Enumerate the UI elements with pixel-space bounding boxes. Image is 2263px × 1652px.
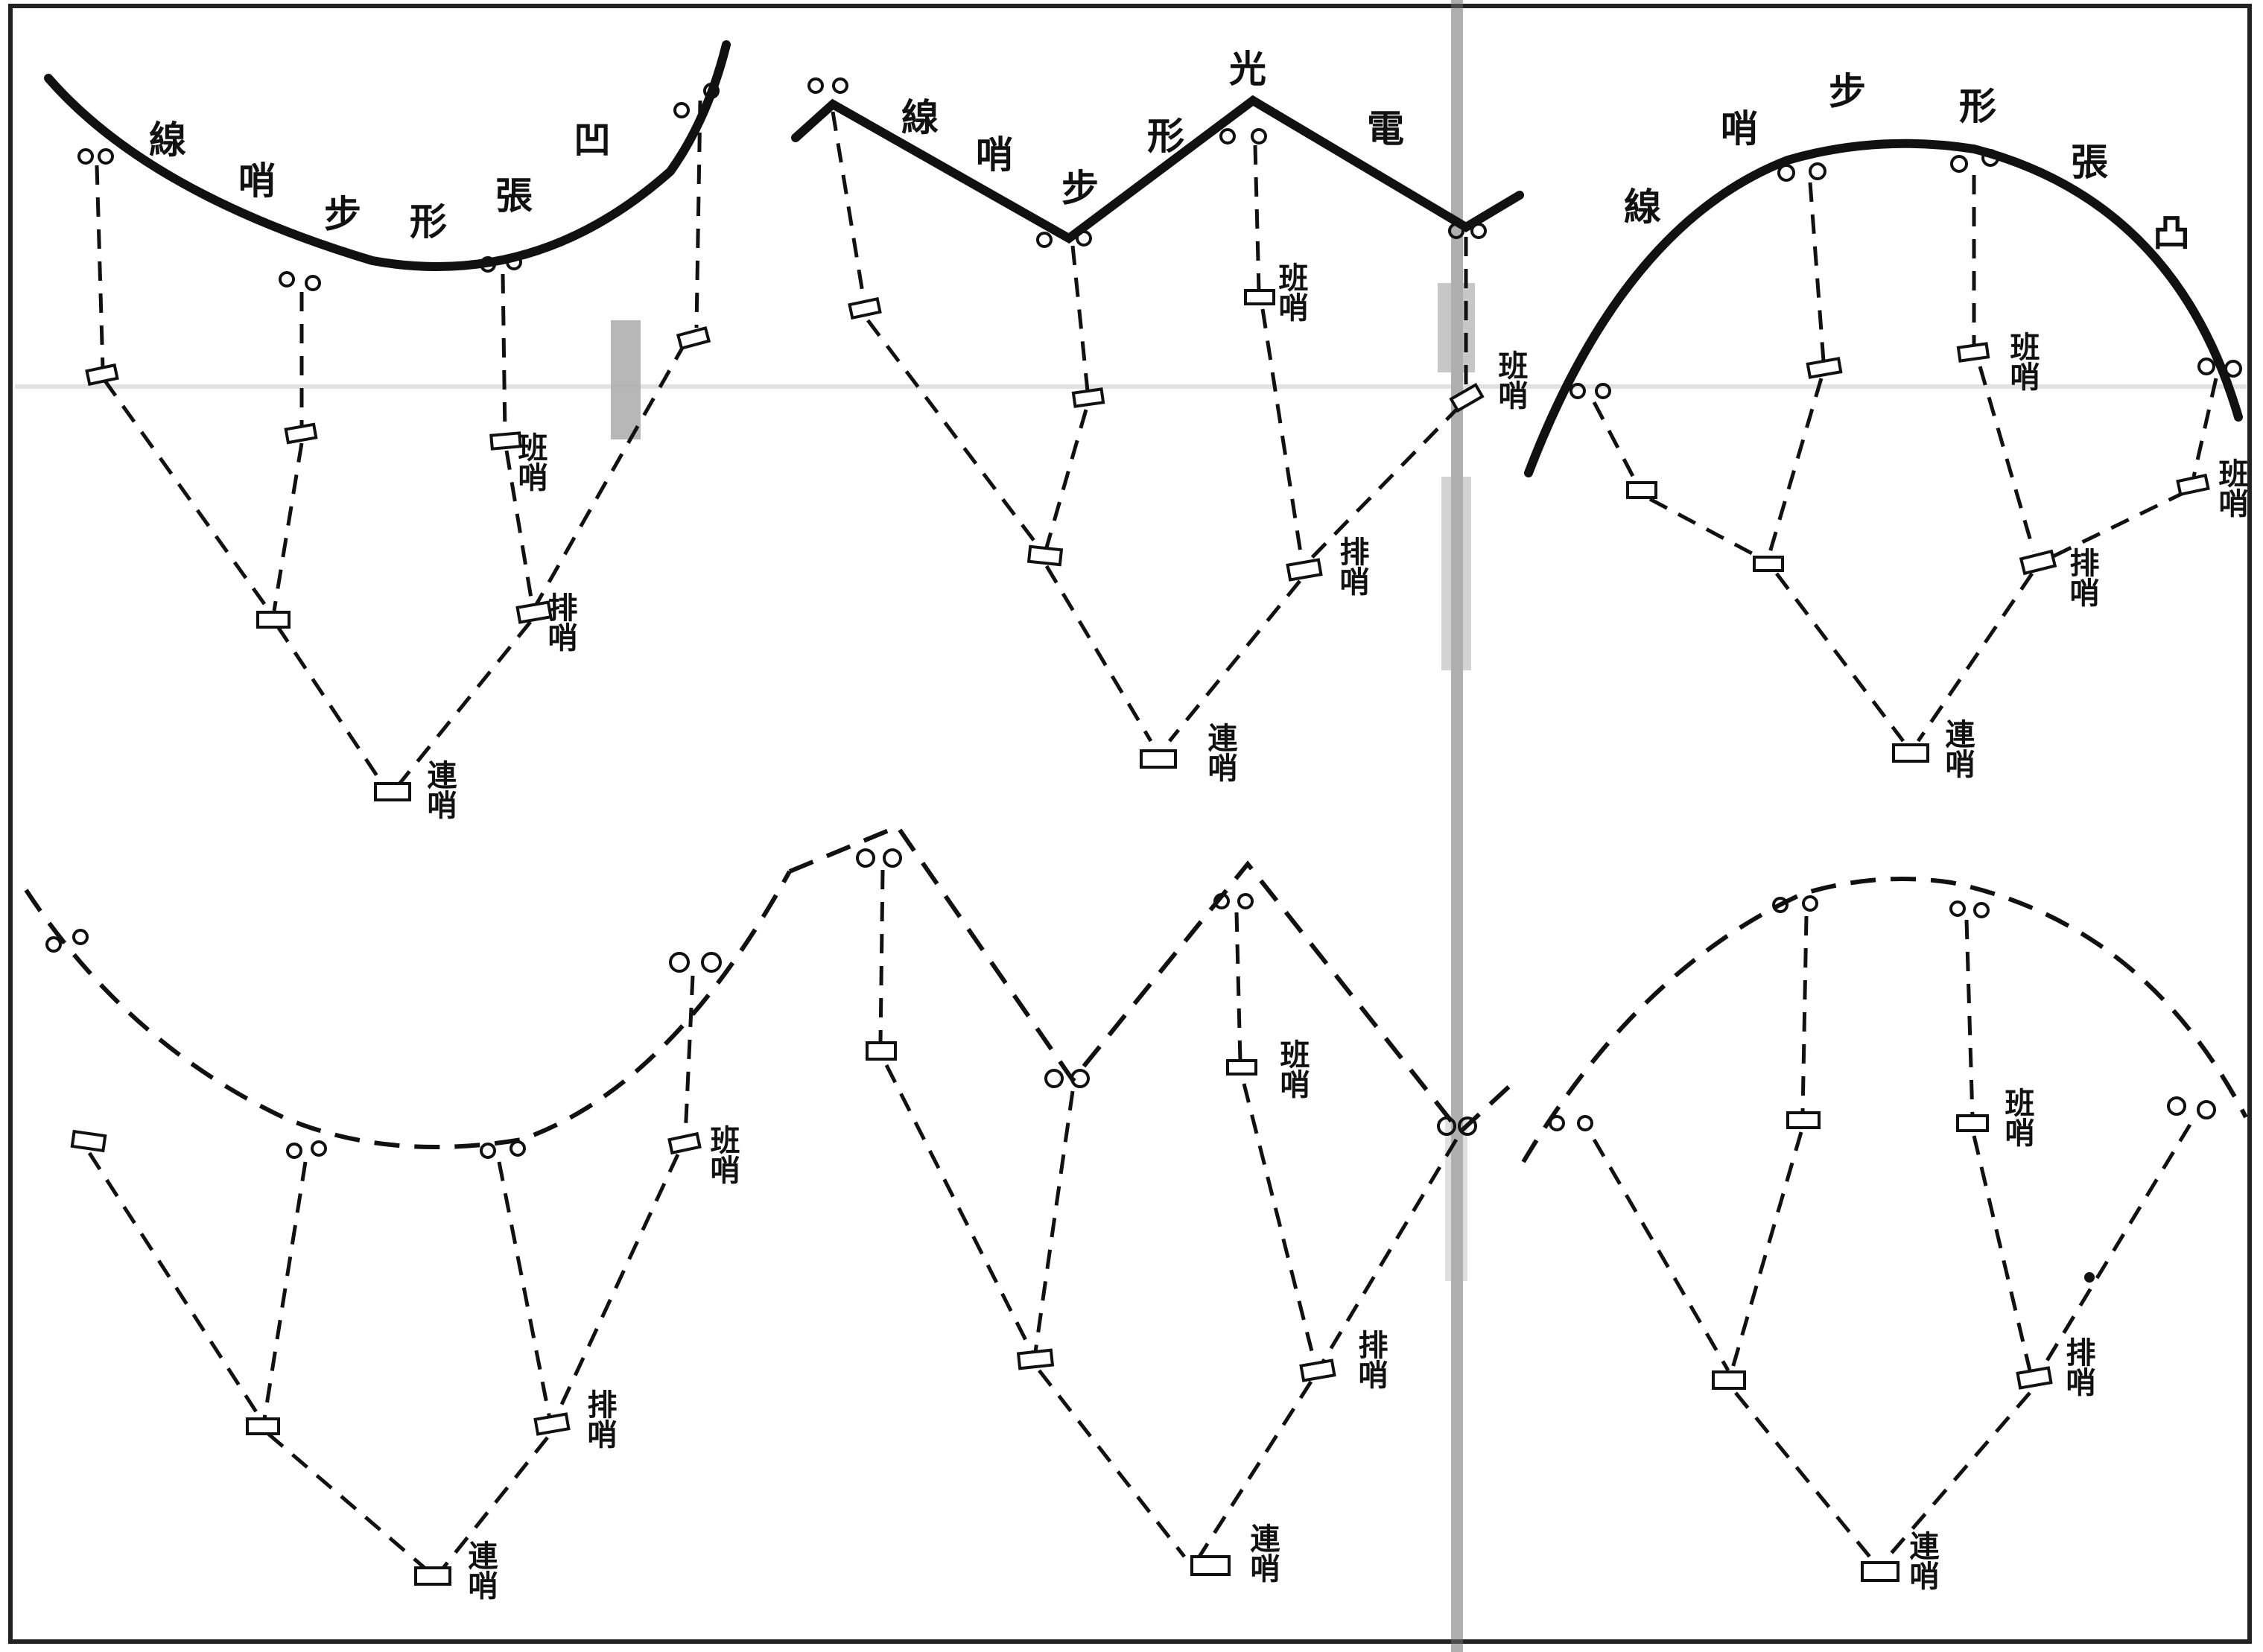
post-markers: [848, 289, 1485, 769]
post-markers: [85, 325, 711, 801]
sentry-pair: [1570, 149, 2242, 399]
ban-shao-label: 班哨: [2000, 1087, 2035, 1147]
ban-shao-label: 班哨: [2214, 458, 2249, 518]
line-name-char: 形: [410, 200, 447, 244]
line-name-char: 哨: [976, 133, 1013, 177]
panel-convex-dashed: 班哨 排哨 連哨: [1521, 877, 2248, 1590]
ban-shao-label: 班哨: [1274, 262, 1309, 322]
line-name-char: 步: [1829, 69, 1866, 113]
sentry-pair: [856, 848, 1477, 1136]
line-name-char: 步: [324, 192, 361, 236]
line-name-char: 線: [1624, 185, 1661, 229]
line-name-char: 哨: [1721, 107, 1758, 150]
convex-front-line-dashed: [1521, 877, 2248, 1163]
line-name-char: 線: [901, 95, 939, 139]
lian-shao-label: 連哨: [463, 1540, 498, 1600]
post-markers: [70, 1129, 702, 1586]
line-name-char: 光: [1229, 47, 1266, 91]
ban-shao-label: 班哨: [1275, 1039, 1310, 1099]
pai-shao-label: 排哨: [1335, 536, 1370, 596]
lian-shao-label: 連哨: [422, 760, 457, 819]
line-name-char: 形: [1147, 114, 1184, 158]
concave-front-line: [44, 40, 731, 271]
sentry-pair: [807, 77, 1487, 248]
convex-front-line: [1524, 139, 2243, 477]
patrol-links: [831, 111, 1468, 743]
patrol-links: [878, 869, 1459, 1558]
line-name-char: 張: [2071, 140, 2108, 184]
panel-concave-solid: 線 哨 步 形 張 凹 班哨 排哨 連哨: [44, 40, 731, 819]
zigzag-front-line: [791, 95, 1524, 244]
patrol-links: [1592, 175, 2218, 743]
panel-zigzag-dashed: 班哨 排哨 連哨: [788, 824, 1514, 1583]
ban-shao-label: 班哨: [1494, 350, 1529, 410]
line-name-char: 凸: [2153, 211, 2190, 255]
pai-shao-label: 排哨: [1353, 1329, 1388, 1389]
lian-shao-label: 連哨: [1203, 722, 1238, 782]
pai-shao-label: 排哨: [2065, 547, 2100, 607]
post-markers: [1626, 342, 2210, 763]
line-name-char: 形: [1959, 84, 1996, 128]
line-name-char: 線: [149, 118, 186, 162]
lian-shao-label: 連哨: [1905, 1531, 1940, 1590]
sentry-pair: [1549, 895, 2216, 1131]
line-name-char: 凹: [574, 118, 611, 162]
zigzag-front-line-dashed: [788, 824, 1514, 1136]
post-markers: [1712, 1111, 2053, 1582]
post-markers: [866, 1041, 1336, 1576]
concave-front-line-dashed: [24, 870, 792, 1149]
panel-zigzag-solid: 線 哨 步 形 光 電 班哨 班哨 排哨 連哨: [791, 47, 1529, 782]
line-name-char: 張: [495, 174, 533, 217]
lian-shao-label: 連哨: [1940, 719, 1975, 778]
fold-crease: [15, 0, 2247, 1652]
patrol-links: [87, 975, 695, 1569]
line-name-char: 哨: [238, 159, 276, 203]
ban-shao-label: 班哨: [513, 432, 548, 492]
page-frame: [8, 4, 2252, 1644]
pai-shao-label: 排哨: [583, 1389, 618, 1449]
lian-shao-label: 連哨: [1245, 1523, 1280, 1583]
pai-shao-label: 排哨: [543, 592, 578, 652]
patrol-links: [1592, 915, 2192, 1558]
ban-shao-label: 班哨: [705, 1125, 740, 1184]
line-name-char: 電: [1367, 107, 1404, 150]
sentry-pair: [45, 929, 722, 1159]
panel-convex-solid: 線 哨 步 形 張 凸 班哨 班哨 排哨 連哨: [1524, 69, 2249, 778]
ink-dot: [2084, 1272, 2095, 1283]
sentry-pair: [77, 83, 720, 291]
patrol-links: [95, 100, 702, 791]
line-name-char: 步: [1061, 166, 1099, 210]
panel-concave-dashed: 班哨 排哨 連哨: [24, 870, 792, 1600]
pai-shao-label: 排哨: [2061, 1337, 2096, 1397]
ban-shao-label: 班哨: [2005, 331, 2040, 391]
